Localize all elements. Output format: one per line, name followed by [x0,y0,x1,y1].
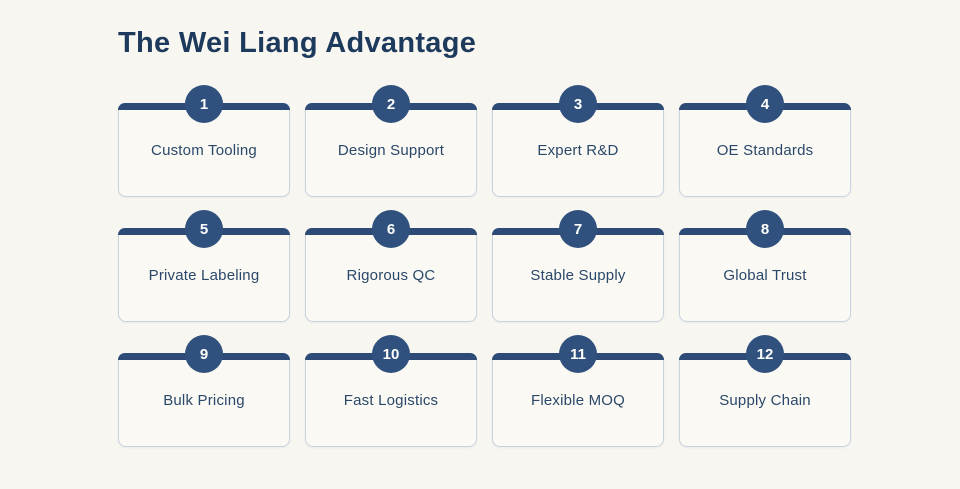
advantage-card-3: 3 Expert R&D [492,85,664,197]
card-number-badge: 8 [746,210,784,248]
card-number-badge: 3 [559,85,597,123]
advantage-card-12: 12 Supply Chain [679,335,851,447]
card-label: Expert R&D [537,142,619,159]
card-label: Fast Logistics [343,392,439,409]
card-label: Rigorous QC [346,267,436,284]
advantage-card-7: 7 Stable Supply [492,210,664,322]
card-label: Supply Chain [719,392,811,409]
card-number-badge: 10 [372,335,410,373]
card-label: Stable Supply [530,267,626,284]
card-label: Flexible MOQ [530,392,626,409]
page-title: The Wei Liang Advantage [118,27,477,59]
card-number-badge: 5 [185,210,223,248]
advantage-card-9: 9 Bulk Pricing [118,335,290,447]
card-label: Global Trust [723,267,807,284]
advantage-card-1: 1 Custom Tooling [118,85,290,197]
card-label: Bulk Pricing [163,392,245,409]
card-number-badge: 11 [559,335,597,373]
card-label: Private Labeling [148,267,260,284]
advantage-card-5: 5 Private Labeling [118,210,290,322]
card-number-badge: 12 [746,335,784,373]
card-number-badge: 7 [559,210,597,248]
card-number-badge: 9 [185,335,223,373]
card-label: Custom Tooling [151,142,257,159]
card-label: OE Standards [716,142,814,159]
advantage-card-6: 6 Rigorous QC [305,210,477,322]
advantage-card-11: 11 Flexible MOQ [492,335,664,447]
card-number-badge: 6 [372,210,410,248]
advantage-card-4: 4 OE Standards [679,85,851,197]
card-number-badge: 4 [746,85,784,123]
card-label: Design Support [337,142,445,159]
card-number-badge: 1 [185,85,223,123]
card-number-badge: 2 [372,85,410,123]
advantage-card-8: 8 Global Trust [679,210,851,322]
advantage-grid: 1 Custom Tooling 2 Design Support 3 Expe… [118,85,851,447]
advantage-card-2: 2 Design Support [305,85,477,197]
advantage-card-10: 10 Fast Logistics [305,335,477,447]
